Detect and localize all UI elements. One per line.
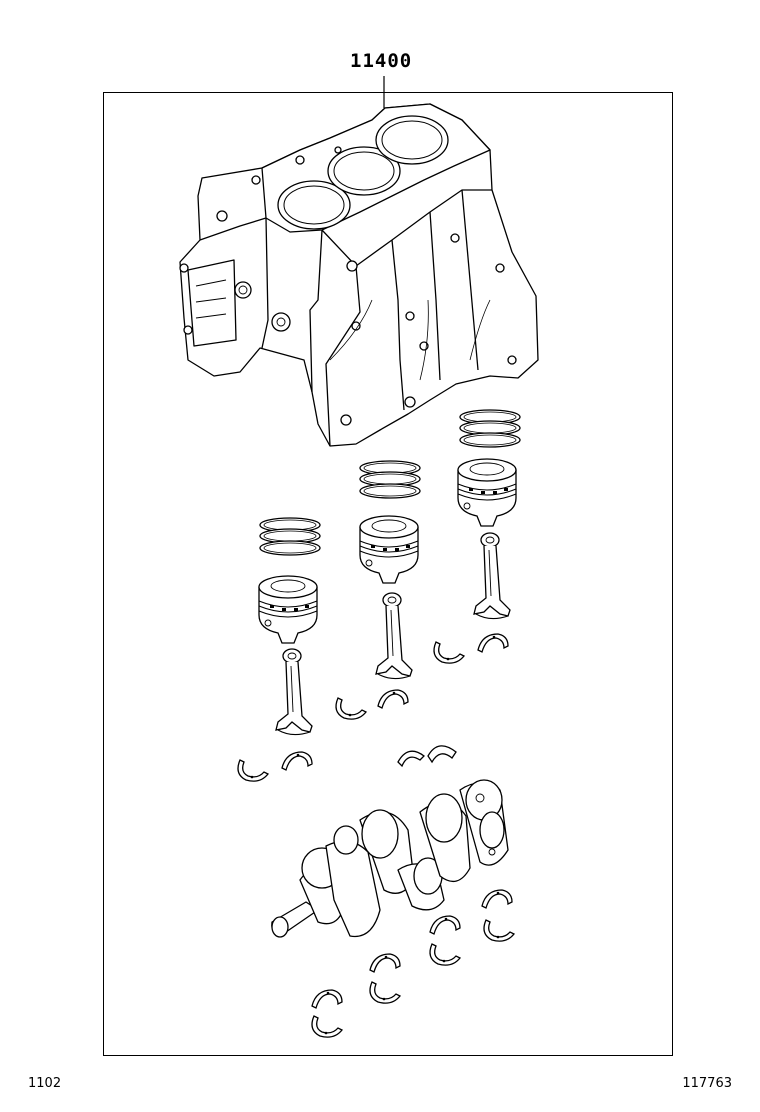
cylinder-block-icon [179, 103, 539, 447]
crankshaft-icon [271, 779, 509, 938]
assembly-frame [103, 92, 673, 1056]
footer-illustration-number: 117763 [682, 1076, 732, 1091]
part-number-label: 11400 [350, 50, 413, 72]
footer-page-code: 1102 [28, 1076, 62, 1091]
thrust-washer-icon [397, 745, 457, 768]
